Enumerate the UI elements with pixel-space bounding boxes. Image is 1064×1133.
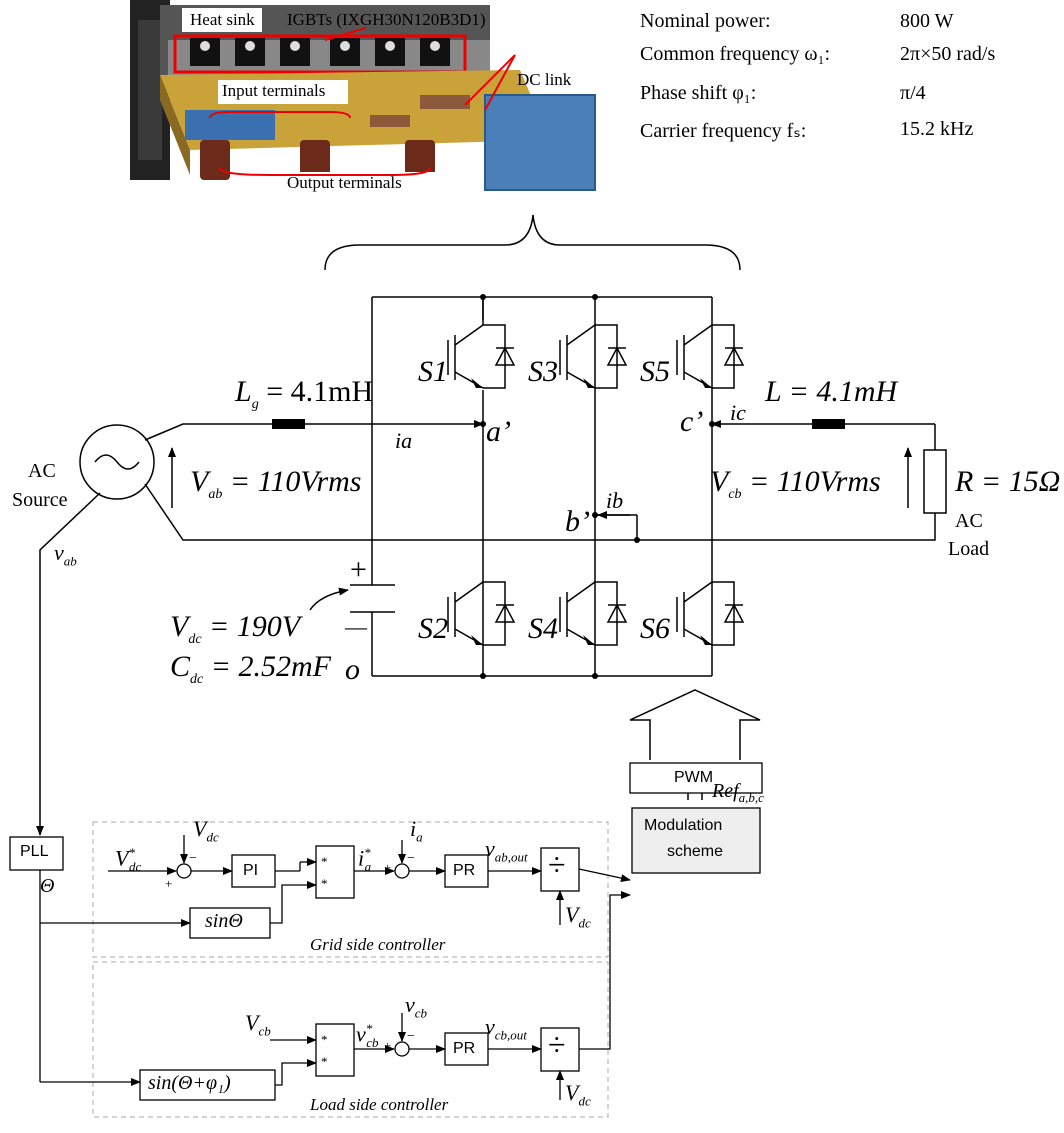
r-label: R = 15Ω [955, 465, 1061, 498]
divider-load-symbol: ÷ [548, 1026, 566, 1062]
vdc-feedback-label: Vdc [193, 816, 219, 845]
node-b-label: b’ [565, 505, 590, 538]
spec-value-carrier-frequency: 15.2 kHz [900, 118, 974, 140]
switch-label-s2: S2 [418, 612, 448, 645]
junctions [480, 294, 715, 679]
sin-theta-label: sinΘ [205, 910, 243, 932]
node-c-label: c’ [680, 405, 704, 438]
vdc-divider-grid-label: Vdc [565, 902, 591, 931]
cap-plus-label: + [350, 553, 367, 586]
brace [324, 214, 741, 271]
ac-source-label-2: Source [12, 489, 68, 511]
spec-value-phase-shift: π/4 [900, 82, 926, 104]
theta-label: Θ [40, 875, 55, 897]
grid-controller-title: Grid side controller [310, 935, 446, 954]
sum-vcb-plus: + [384, 1038, 392, 1053]
modulation-box [631, 807, 761, 874]
inductor-lg [272, 419, 305, 429]
multiplier-box-grid [315, 845, 355, 899]
spec-value-nominal-power: 800 W [900, 10, 954, 32]
cdc-label: Cdc = 2.52mF [170, 650, 331, 687]
ia-feedback-label: ia [410, 816, 423, 845]
switch-label-s5: S5 [640, 355, 670, 388]
sum-vdc-minus: − [189, 851, 197, 866]
inductor-l [812, 419, 845, 429]
vab-signal-label: vab [54, 540, 77, 569]
pwm-label: PWM [674, 769, 714, 786]
ac-source-label-1: AC [28, 460, 56, 482]
photo-label-igbts: IGBTs (IXGH30N120B3D1) [287, 10, 486, 29]
spec-value-common-frequency: 2π×50 rad/s [900, 43, 996, 65]
igbt-s1 [447, 297, 516, 390]
prototype-photo [130, 0, 596, 196]
spec-label-carrier-frequency: Carrier frequency fₛ: [640, 120, 807, 142]
ac-load-label-2: Load [948, 538, 990, 560]
modulation-label-1: Modulation [644, 817, 723, 834]
igbt-s4 [559, 581, 628, 646]
spec-label-common-frequency: Common frequency ω₁: [640, 43, 831, 65]
mult-grid-star-2: * [321, 876, 328, 891]
ia-label: ia [395, 428, 413, 453]
vcb-ref-label: v*cb [356, 1021, 379, 1050]
photo-label-input-terminals: Input terminals [222, 81, 326, 100]
vdc-ref-label: V*dc [115, 845, 142, 874]
sin-theta-phi-label: sin(Θ+φ₁) [148, 1072, 231, 1094]
pll-box [9, 836, 64, 871]
vdc-label: Vdc = 190V [170, 610, 301, 647]
pi-label: PI [243, 862, 259, 879]
vdc-divider-load-label: Vdc [565, 1080, 591, 1109]
vcb-label: Vcb = 110Vrms [710, 465, 881, 502]
pr-label-load: PR [453, 1040, 476, 1057]
sum-ia-minus: − [407, 851, 415, 866]
load-controller-frame [92, 961, 609, 1118]
vab-out-label: vab,out [485, 836, 528, 865]
spec-label-nominal-power: Nominal power: [640, 10, 771, 32]
divider-grid-symbol: ÷ [548, 846, 566, 882]
spec-label-phase-shift: Phase shift φ₁: [640, 82, 757, 104]
igbt-s6 [676, 581, 745, 646]
cap-minus-label: — [345, 614, 367, 639]
mult-grid-star-1: * [321, 854, 328, 869]
ref-label: Refa,b,c [712, 780, 764, 805]
node-a-label: a’ [486, 415, 511, 448]
ib-label: ib [606, 488, 624, 513]
switch-label-s6: S6 [640, 612, 670, 645]
lg-label: Lg = 4.1mH [235, 375, 374, 412]
sum-vcb-minus: − [407, 1029, 415, 1044]
switch-label-s4: S4 [528, 612, 558, 645]
igbt-s3 [559, 324, 628, 389]
pwm-hollow-arrow [629, 689, 761, 760]
modulation-label-2: scheme [667, 843, 724, 860]
l-label: L = 4.1mH [765, 375, 898, 408]
igbt-s2 [447, 581, 516, 646]
photo-label-output-terminals: Output terminals [287, 173, 402, 192]
load-controller-title: Load side controller [310, 1095, 449, 1114]
switch-label-s1: S1 [418, 355, 448, 388]
ac-source-symbol [79, 424, 155, 500]
photo-label-dc-link: DC link [517, 70, 572, 89]
mult-load-star-2: * [321, 1054, 328, 1069]
sin-theta-phi-box [139, 1069, 276, 1101]
vcb-feedback-label: vcb [405, 992, 428, 1021]
switch-label-s3: S3 [528, 355, 558, 388]
node-o-label: o [345, 653, 360, 686]
pll-label: PLL [20, 843, 49, 860]
sum-vdc-plus: + [165, 876, 173, 891]
pwm-box [629, 762, 763, 794]
photo-label-heat-sink: Heat sink [190, 10, 255, 29]
ia-ref-label: i*a [358, 845, 372, 874]
vab-label: Vab = 110Vrms [190, 465, 362, 502]
pr-label-grid: PR [453, 862, 476, 879]
igbt-s5 [676, 324, 745, 389]
ac-load-label-1: AC [955, 510, 983, 532]
vcb-ref-input-label: Vcb [245, 1010, 271, 1039]
sin-theta-box [189, 907, 271, 939]
mult-load-star-1: * [321, 1032, 328, 1047]
multiplier-box-load [315, 1023, 355, 1077]
vcb-out-label: vcb,out [485, 1014, 527, 1043]
sum-ia-plus: + [384, 860, 392, 875]
ic-label: ic [730, 400, 746, 425]
